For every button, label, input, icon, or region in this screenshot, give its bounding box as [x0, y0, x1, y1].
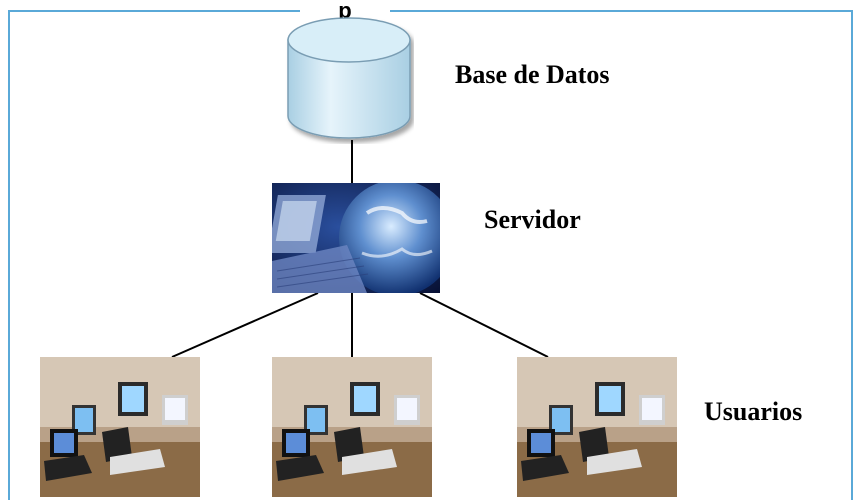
server-globe-image	[272, 183, 440, 293]
database-cylinder-icon	[287, 17, 411, 139]
server-label: Servidor	[484, 205, 581, 234]
server-user3-link	[419, 292, 549, 358]
server-user1-link	[171, 292, 319, 358]
user-workstation-photo-1	[40, 357, 200, 497]
user-workstation-photo-2	[272, 357, 432, 497]
user-workstation-photo-3	[517, 357, 677, 497]
users-label: Usuarios	[704, 397, 803, 426]
database-label: Base de Datos	[455, 60, 610, 89]
